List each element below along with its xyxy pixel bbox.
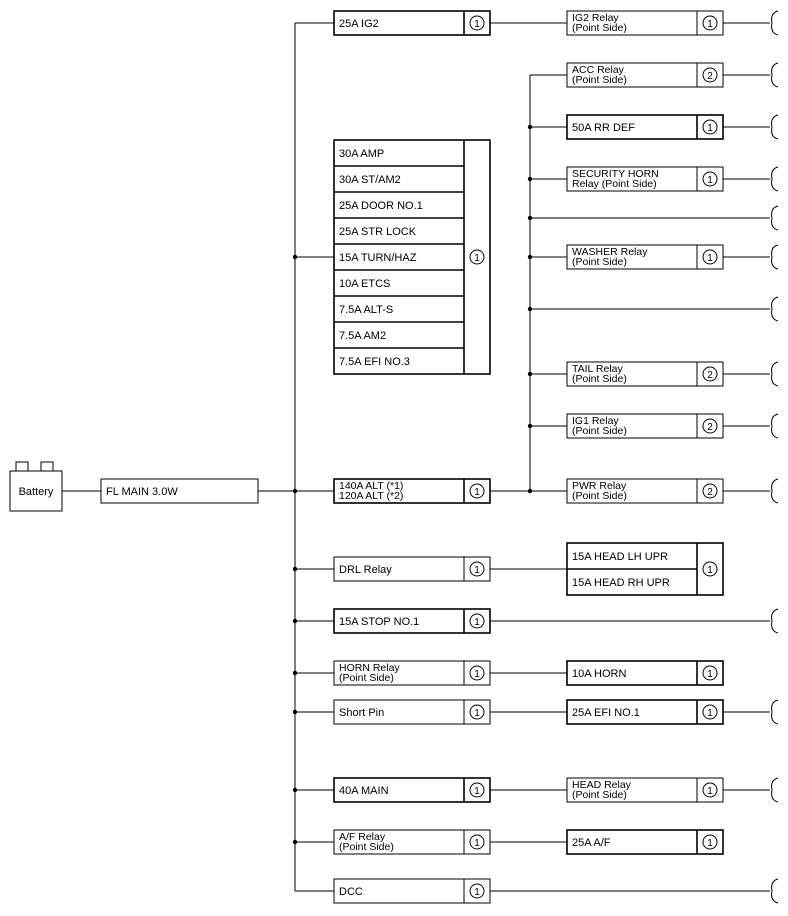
af-relay: A/F Relay (Point Side) 1 <box>333 829 491 855</box>
fuse-25a-str-lock-label: 25A STR LOCK <box>339 226 417 238</box>
ig2-relay: IG2 Relay (Point Side) 1 <box>566 10 724 36</box>
fuse-7-5a-am2-label: 7.5A AM2 <box>339 330 386 342</box>
fuse-40a-main-label: 40A MAIN <box>339 785 389 797</box>
connector-marker: 1 <box>474 708 480 719</box>
washer-relay-label-1: WASHER Relay <box>572 246 648 258</box>
connector-marker: 1 <box>474 669 480 680</box>
head-relay-label-2: (Point Side) <box>572 789 627 801</box>
tail-relay-label-2: (Point Side) <box>572 373 627 385</box>
connector-marker: 1 <box>707 175 713 186</box>
fl-main-fusible-link: FL MAIN 3.0W <box>100 478 259 504</box>
horn-relay-label-1: HORN Relay <box>339 662 400 674</box>
ig2-relay-label-1: IG2 Relay <box>572 12 619 24</box>
pwr-relay: PWR Relay (Point Side) 2 <box>566 478 724 504</box>
connector-marker: 1 <box>474 565 480 576</box>
af-relay-label-2: (Point Side) <box>339 841 394 853</box>
acc-relay: ACC Relay (Point Side) 2 <box>566 62 724 88</box>
washer-relay: WASHER Relay (Point Side) 1 <box>566 244 724 270</box>
fuse-30a-amp-label: 30A AMP <box>339 148 384 160</box>
fuse-10a-horn: 10A HORN 1 <box>566 660 724 686</box>
fuse-25a-af-label: 25A A/F <box>572 837 611 849</box>
fuse-15a-head-lh-upr-label: 15A HEAD LH UPR <box>572 551 668 563</box>
fuse-25a-efi-no1: 25A EFI NO.1 1 <box>566 699 724 725</box>
dcc-label: DCC <box>339 886 363 898</box>
continuation-brackets <box>771 10 779 904</box>
washer-relay-label-2: (Point Side) <box>572 256 627 268</box>
fuse-25a-ig2: 25A IG2 1 <box>333 10 491 36</box>
fuse-50a-rr-def-label: 50A RR DEF <box>572 122 635 134</box>
connector-marker: 1 <box>474 786 480 797</box>
connector-marker: 1 <box>707 838 713 849</box>
connector-marker: 1 <box>474 19 480 30</box>
connector-marker: 2 <box>707 422 713 433</box>
fuse-25a-af: 25A A/F 1 <box>566 829 724 855</box>
fuse-50a-rr-def: 50A RR DEF 1 <box>566 114 724 140</box>
connector-marker: 1 <box>707 253 713 264</box>
connector-marker: 1 <box>474 253 480 264</box>
head-relay-label-1: HEAD Relay <box>572 779 632 791</box>
fuse-10a-etcs-label: 10A ETCS <box>339 278 390 290</box>
fuse-alt-label-1: 140A ALT (*1) <box>339 480 403 492</box>
horn-relay: HORN Relay (Point Side) 1 <box>333 660 491 686</box>
fl-main-label: FL MAIN 3.0W <box>106 486 178 498</box>
acc-relay-label-1: ACC Relay <box>572 64 625 76</box>
connector-marker: 1 <box>707 786 713 797</box>
connector-marker: 1 <box>474 838 480 849</box>
battery-label: Battery <box>19 486 54 498</box>
connector-marker: 1 <box>707 708 713 719</box>
connector-marker: 1 <box>474 887 480 898</box>
tail-relay: TAIL Relay (Point Side) 2 <box>566 361 724 387</box>
af-relay-label-1: A/F Relay <box>339 831 386 843</box>
pwr-relay-label-2: (Point Side) <box>572 490 627 502</box>
fuse-15a-head-rh-upr-label: 15A HEAD RH UPR <box>572 577 670 589</box>
connector-marker: 2 <box>707 370 713 381</box>
ig2-relay-label-2: (Point Side) <box>572 22 627 34</box>
security-horn-label-2: Relay (Point Side) <box>572 178 657 190</box>
head-relay: HEAD Relay (Point Side) 1 <box>566 777 724 803</box>
fuse-10a-horn-label: 10A HORN <box>572 668 626 680</box>
fuse-25a-ig2-label: 25A IG2 <box>339 18 379 30</box>
security-horn-relay: SECURITY HORN Relay (Point Side) 1 <box>566 166 724 192</box>
fuse-alt: 140A ALT (*1) 120A ALT (*2) 1 <box>333 478 491 504</box>
fuse-25a-door-no1-label: 25A DOOR NO.1 <box>339 200 423 212</box>
connector-marker: 1 <box>707 19 713 30</box>
fuse-25a-efi-no1-label: 25A EFI NO.1 <box>572 707 640 719</box>
drl-relay: DRL Relay 1 <box>333 556 491 582</box>
horn-relay-label-2: (Point Side) <box>339 672 394 684</box>
fuse-15a-turn-haz-label: 15A TURN/HAZ <box>339 252 417 264</box>
ig1-relay: IG1 Relay (Point Side) 2 <box>566 413 724 439</box>
fuse-15a-stop-no1: 15A STOP NO.1 1 <box>333 608 491 634</box>
security-horn-label-1: SECURITY HORN <box>572 168 659 180</box>
ig1-relay-label-1: IG1 Relay <box>572 415 619 427</box>
tail-relay-label-1: TAIL Relay <box>572 363 624 375</box>
connector-marker: 1 <box>707 565 713 576</box>
fuse-block: 30A AMP 30A ST/AM2 25A DOOR NO.1 25A STR… <box>333 139 491 375</box>
fuse-head-upr-block: 15A HEAD LH UPR 15A HEAD RH UPR 1 <box>566 542 724 596</box>
fuse-alt-label-2: 120A ALT (*2) <box>339 490 403 502</box>
connector-marker: 1 <box>707 669 713 680</box>
pwr-relay-label-1: PWR Relay <box>572 480 627 492</box>
ig1-relay-label-2: (Point Side) <box>572 425 627 437</box>
drl-relay-label: DRL Relay <box>339 564 392 576</box>
connector-marker: 2 <box>707 71 713 82</box>
connector-marker: 1 <box>707 123 713 134</box>
fuse-7-5a-alt-s-label: 7.5A ALT-S <box>339 304 393 316</box>
fuse-15a-stop-no1-label: 15A STOP NO.1 <box>339 616 419 628</box>
battery: Battery <box>9 461 63 512</box>
connector-marker: 1 <box>474 487 480 498</box>
dcc: DCC 1 <box>333 878 491 904</box>
acc-relay-label-2: (Point Side) <box>572 74 627 86</box>
fuse-30a-st-am2-label: 30A ST/AM2 <box>339 174 401 186</box>
connector-marker: 1 <box>474 617 480 628</box>
fuse-7-5a-efi-no3-label: 7.5A EFI NO.3 <box>339 356 410 368</box>
fuse-40a-main: 40A MAIN 1 <box>333 777 491 803</box>
short-pin: Short Pin 1 <box>333 699 491 725</box>
short-pin-label: Short Pin <box>339 707 384 719</box>
connector-marker: 2 <box>707 487 713 498</box>
